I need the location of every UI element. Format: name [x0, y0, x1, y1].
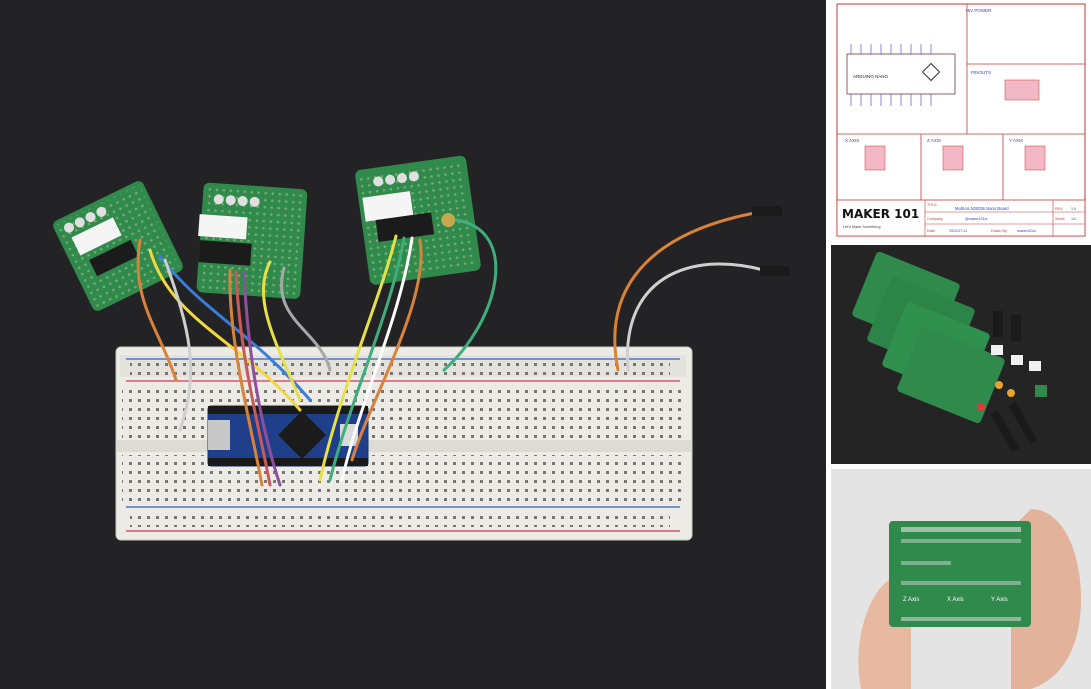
sheet-value: 1/1 [1071, 217, 1076, 221]
breadboard-scene [53, 155, 790, 541]
maker101-tagline: Let's Make Something [843, 225, 880, 229]
chip-label: ARDUINO NANO [853, 74, 889, 79]
rev-label: REV: [1055, 207, 1063, 211]
title-label: TITLE: [927, 203, 938, 207]
y-axis-silkscreen: Y Axis [991, 597, 1008, 603]
wire-header-pin [752, 206, 782, 216]
maker101-logo: MAKER 101 [842, 207, 919, 221]
drawn-value: maker101io [1017, 229, 1036, 233]
axis-x-label: X AXIS [845, 138, 859, 143]
axis-z-label: Z AXIS [927, 138, 941, 143]
x-axis-silkscreen: X Axis [947, 597, 964, 603]
driver-board-left [53, 181, 183, 311]
drawn-label: Drawn By: [991, 229, 1008, 233]
pcb-components-thumbnail[interactable] [831, 245, 1091, 464]
hand-pcb-thumbnail[interactable]: Z Axis X Axis Y Axis [831, 469, 1091, 689]
rev-value: 1.0 [1071, 207, 1076, 211]
stacked-pcbs [852, 251, 1005, 424]
sheet-label: Sheet: [1055, 217, 1065, 221]
axis-y-label: Y AXIS [1009, 138, 1023, 143]
section-pinouts-label: PINOUTS [971, 70, 991, 75]
section-power-label: +5V POWER [965, 8, 992, 13]
assembled-pcb [889, 521, 1031, 627]
hand-pcb-photo: Z Axis X Axis Y Axis [858, 509, 1081, 689]
schematic-drawing: +5V POWER PINOUTS ARDUINO NANO X AXIS Z … [836, 3, 1086, 237]
company-value: @maker101io [965, 217, 987, 221]
date-value: 2024-07-11 [949, 229, 967, 233]
driver-board-right [355, 155, 481, 285]
date-label: Date: [927, 229, 936, 233]
schematic-title: Multi-ULN2003s Nano Board [955, 206, 1009, 211]
wire-header-pin [760, 266, 790, 276]
company-label: Company: [927, 217, 943, 221]
loose-components [977, 311, 1047, 453]
driver-board-middle [196, 182, 308, 299]
pcb-components-photo [852, 251, 1047, 453]
breadboard [115, 346, 693, 541]
main-photo [0, 0, 826, 689]
schematic-thumbnail[interactable]: +5V POWER PINOUTS ARDUINO NANO X AXIS Z … [831, 0, 1091, 240]
z-axis-silkscreen: Z Axis [903, 597, 919, 603]
jumper-wires [136, 210, 772, 487]
